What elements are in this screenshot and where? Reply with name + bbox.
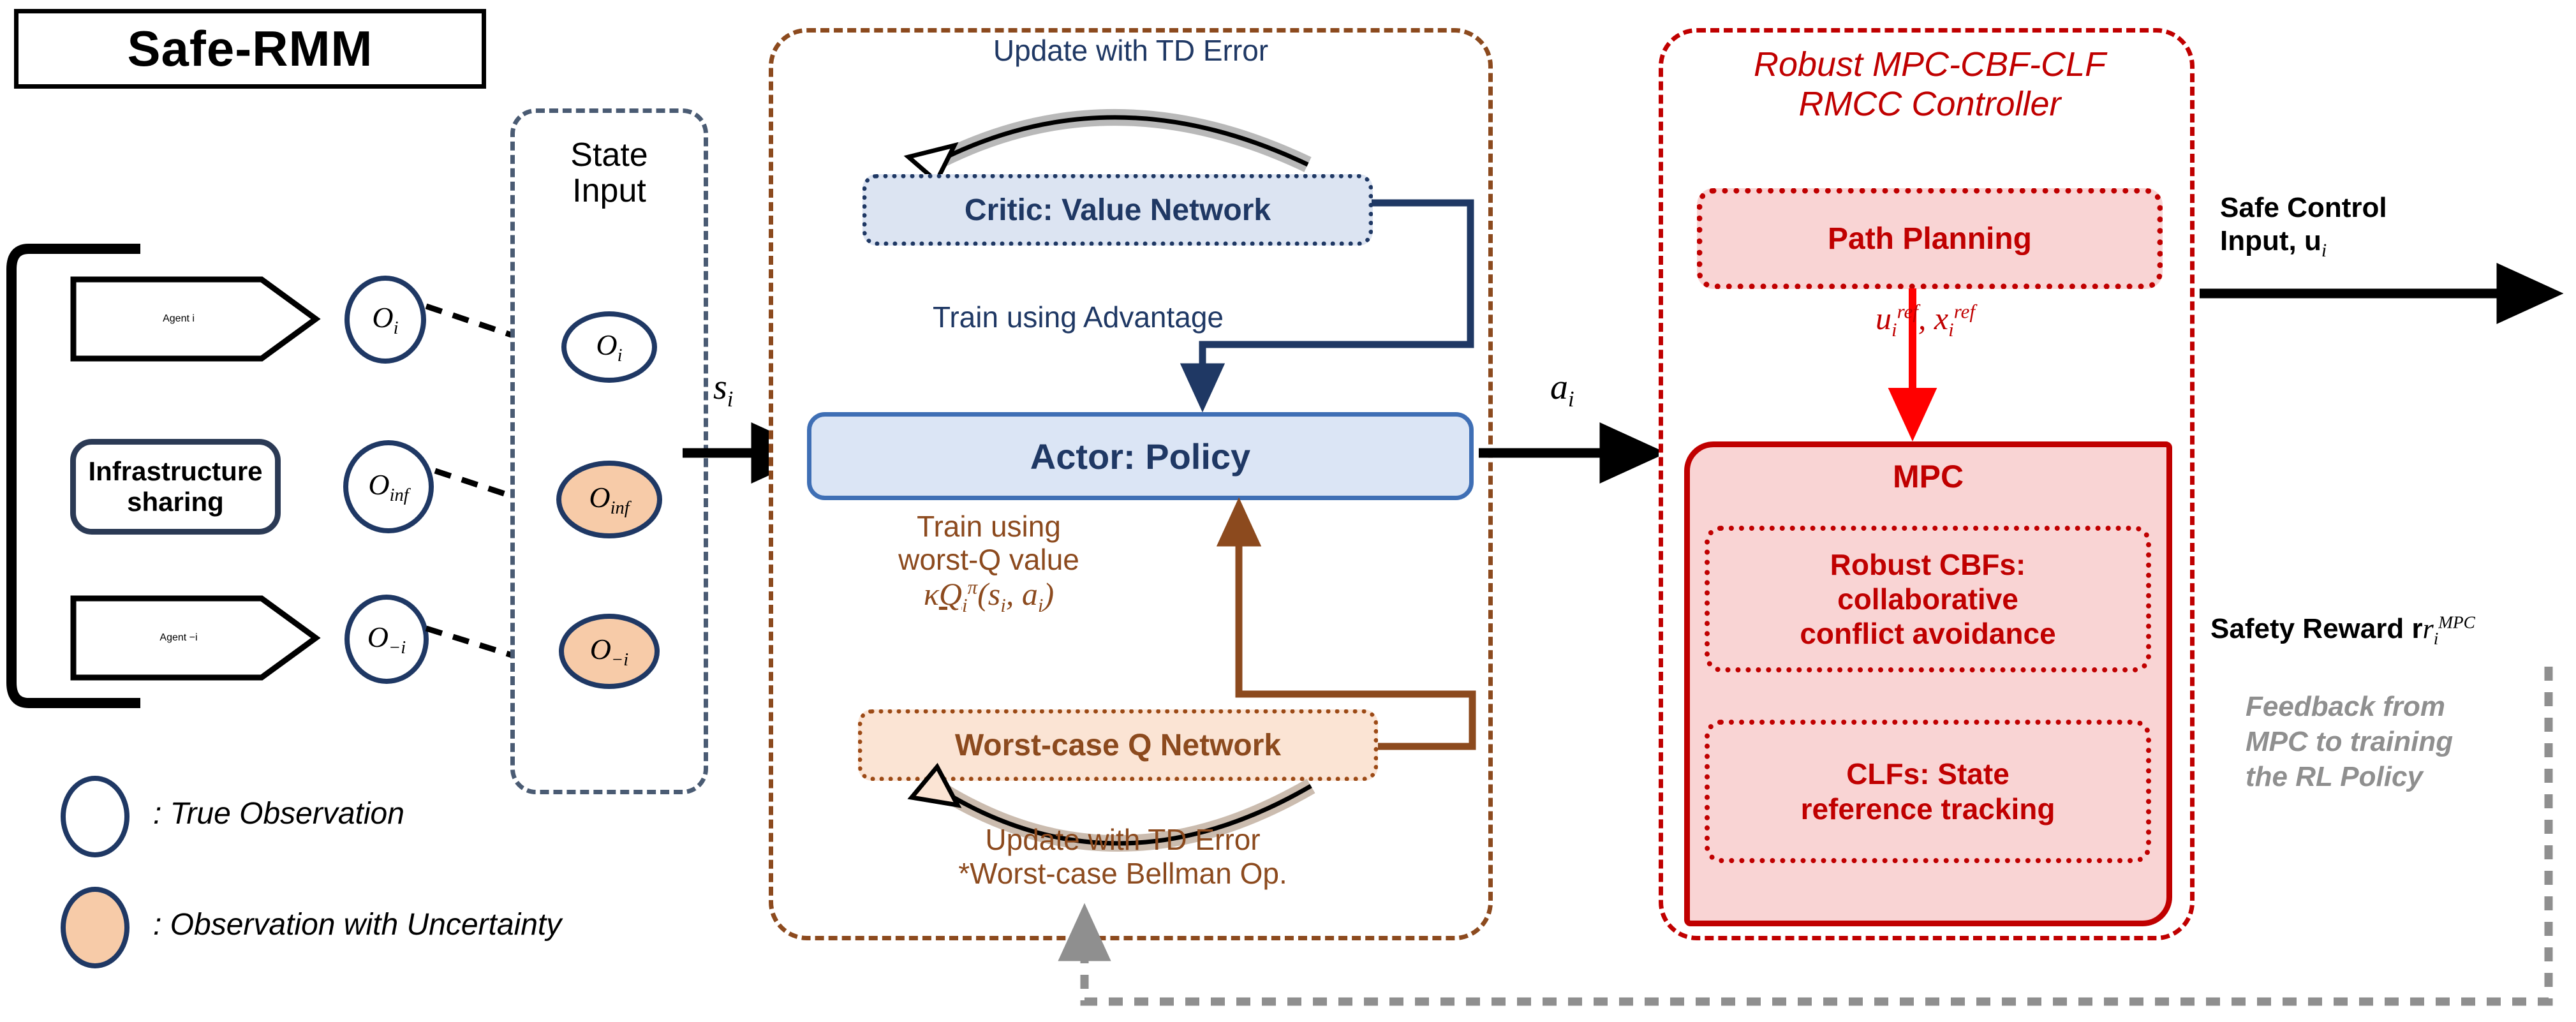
state-node-ominusi: O−i bbox=[559, 614, 660, 689]
train-worstq-line1: Train using bbox=[917, 510, 1061, 543]
rmcc-controller-title: Robust MPC-CBF-CLF RMCC Controller bbox=[1687, 45, 2172, 124]
title-box: Safe-RMM bbox=[14, 9, 486, 89]
action-signal-label: ai bbox=[1550, 367, 1574, 412]
observation-symbol: Oinf bbox=[368, 468, 409, 506]
safe-control-line1: Safe Control bbox=[2220, 192, 2387, 223]
safe-control-input-label: Safe Control Input, ui bbox=[2220, 192, 2387, 261]
clf-label: CLFs: State reference tracking bbox=[1801, 757, 2055, 826]
feedback-note: Feedback from MPC to training the RL Pol… bbox=[2246, 689, 2539, 794]
feedback-line3: the RL Policy bbox=[2246, 761, 2423, 792]
mpc-core-box[interactable] bbox=[1684, 441, 2172, 926]
rmcc-title-line1: Robust MPC-CBF-CLF bbox=[1753, 45, 2106, 84]
mpc-label: MPC bbox=[1892, 459, 1964, 494]
td-bottom-line1: Update with TD Error bbox=[985, 823, 1261, 856]
state-node-oinf: Oinf bbox=[556, 461, 662, 538]
legend-uncertain-observation-label: : Observation with Uncertainty bbox=[153, 908, 562, 942]
pathplanning-to-mpc-arrow bbox=[1888, 288, 1937, 441]
observation-symbol: Oi bbox=[372, 300, 399, 339]
agent-group-bracket bbox=[6, 244, 140, 708]
cbf-line3: conflict avoidance bbox=[1800, 617, 2056, 651]
critic-to-actor-path bbox=[1180, 199, 1474, 413]
chevron-shape bbox=[70, 276, 321, 362]
train-worstq-line2: worst-Q value bbox=[898, 542, 1079, 576]
robust-cbfs-box[interactable]: Robust CBFs: collaborative conflict avoi… bbox=[1705, 526, 2151, 672]
agent-minus-i-label: Agent −i bbox=[159, 632, 198, 643]
td-bottom-line2: *Worst-case Bellman Op. bbox=[958, 857, 1287, 891]
observation-symbol: O−i bbox=[367, 620, 406, 658]
state-signal-label: si bbox=[713, 367, 734, 412]
train-worstq-label: Train using worst-Q value κQiπ(si, ai) bbox=[791, 510, 1187, 617]
cbf-line1: Robust CBFs: bbox=[1830, 547, 2026, 581]
td-error-curved-arrow-bottom bbox=[907, 762, 1315, 852]
actor-policy-box[interactable]: Actor: Policy bbox=[807, 412, 1474, 500]
legend-uncertain-observation-marker bbox=[61, 887, 130, 968]
worstq-to-actor-path bbox=[1216, 497, 1476, 750]
actor-label: Actor: Policy bbox=[1030, 436, 1251, 477]
state-node-symbol: Oinf bbox=[589, 480, 630, 519]
train-advantage-label: Train using Advantage bbox=[932, 300, 1224, 334]
critic-value-network-box[interactable]: Critic: Value Network bbox=[862, 174, 1373, 246]
safety-reward-text: Safety Reward r bbox=[2210, 613, 2423, 644]
chevron-shape bbox=[70, 595, 321, 681]
td-bottom-label: Update with TD Error *Worst-case Bellman… bbox=[785, 823, 1461, 891]
td-top-label: Update with TD Error bbox=[993, 34, 1269, 67]
rmcc-title-line2: RMCC Controller bbox=[1798, 85, 2061, 124]
state-node-symbol: O−i bbox=[589, 632, 629, 670]
feedback-dotted-path bbox=[1058, 667, 2553, 1006]
actor-to-mpc-arrow bbox=[1479, 422, 1667, 484]
clfs-box[interactable]: CLFs: State reference tracking bbox=[1705, 720, 2151, 863]
feedback-line2: MPC to training bbox=[2246, 726, 2454, 757]
agent-i-box[interactable]: Agent i bbox=[70, 274, 321, 364]
agent-minus-i-box[interactable]: Agent −i bbox=[70, 593, 321, 683]
state-node-symbol: Oi bbox=[596, 328, 623, 366]
clf-line1: CLFs: State bbox=[1846, 757, 2010, 791]
observation-circle-oinf: Oinf bbox=[343, 440, 434, 533]
clf-line2: reference tracking bbox=[1800, 792, 2055, 826]
cbf-label: Robust CBFs: collaborative conflict avoi… bbox=[1800, 547, 2055, 651]
legend-true-observation-marker bbox=[61, 776, 130, 857]
state-node-oi: Oi bbox=[561, 311, 657, 383]
observation-circle-oi: Oi bbox=[344, 276, 426, 364]
worstq-formula: κQiπ(si, ai) bbox=[923, 575, 1055, 617]
worstq-label: Worst-case Q Network bbox=[954, 728, 1282, 762]
critic-label: Critic: Value Network bbox=[964, 193, 1271, 227]
cbf-line2: collaborative bbox=[1837, 582, 2018, 616]
legend-true-observation-label: : True Observation bbox=[153, 797, 404, 831]
safe-control-line2: Input, u bbox=[2220, 225, 2321, 256]
reference-signal-label: uiref, xiref bbox=[1876, 300, 1976, 341]
observation-circle-ominusi: O−i bbox=[344, 595, 429, 684]
feedback-line1: Feedback from bbox=[2246, 691, 2445, 722]
path-planning-label: Path Planning bbox=[1827, 221, 2032, 256]
path-planning-box[interactable]: Path Planning bbox=[1697, 188, 2163, 289]
safety-reward-label: Safety Reward rriMPC bbox=[2210, 612, 2475, 648]
td-error-curved-arrow-top bbox=[903, 109, 1312, 185]
page-title: Safe-RMM bbox=[127, 20, 373, 77]
safe-control-output-arrow bbox=[2200, 262, 2564, 324]
agent-i-label: Agent i bbox=[163, 313, 195, 324]
worst-case-q-network-box[interactable]: Worst-case Q Network bbox=[858, 709, 1378, 781]
state-input-container bbox=[510, 108, 708, 794]
